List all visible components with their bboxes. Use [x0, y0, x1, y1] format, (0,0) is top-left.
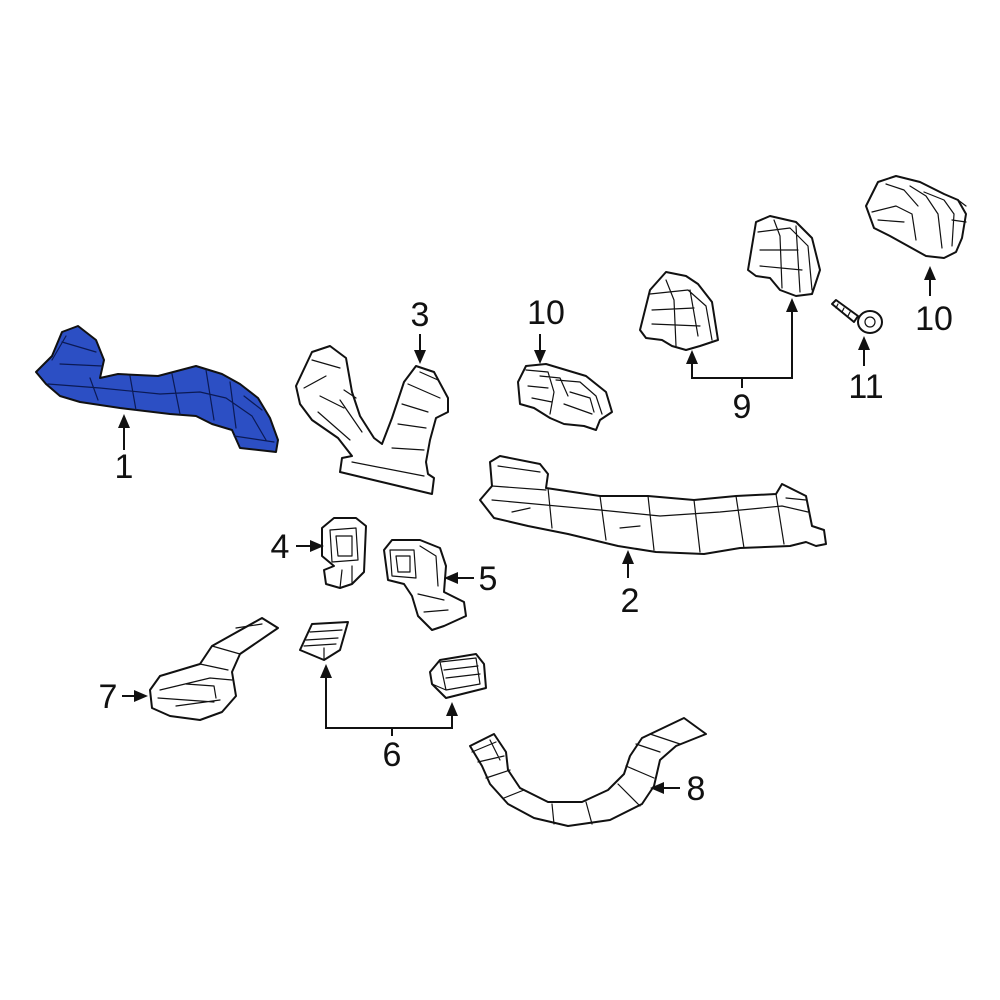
part-6-vent-right[interactable] [429, 653, 487, 699]
callout-2[interactable]: 2 [621, 582, 640, 620]
callout-7[interactable]: 7 [99, 678, 118, 716]
arrow-2 [622, 550, 634, 564]
part-9-grille-right[interactable] [747, 215, 821, 297]
callout-labels: 1 2 3 4 5 6 7 8 9 10 10 11 [99, 294, 953, 808]
part-9-grille-left[interactable] [639, 271, 719, 351]
callout-3[interactable]: 3 [411, 296, 430, 334]
callout-4[interactable]: 4 [271, 528, 290, 566]
part-11-screw[interactable] [831, 299, 883, 334]
callout-10-right[interactable]: 10 [915, 300, 953, 338]
part-3-duct[interactable] [295, 345, 449, 495]
part-10-outlet-right[interactable] [865, 175, 967, 259]
arrow-4 [310, 540, 324, 552]
arrow-6a [320, 664, 332, 678]
callout-1[interactable]: 1 [115, 448, 134, 486]
arrow-8 [650, 782, 664, 794]
arrow-11 [858, 336, 870, 350]
arrow-1 [118, 414, 130, 428]
callout-6[interactable]: 6 [383, 736, 402, 774]
callout-9[interactable]: 9 [733, 388, 752, 426]
leader-lines [118, 266, 936, 794]
arrow-6b [446, 702, 458, 716]
callout-8[interactable]: 8 [687, 770, 706, 808]
arrow-5 [444, 572, 458, 584]
part-8-duct[interactable] [469, 717, 707, 827]
part-7-duct[interactable] [149, 617, 279, 721]
callout-11[interactable]: 11 [848, 368, 883, 406]
part-1-duct[interactable] [35, 325, 279, 453]
part-2-duct[interactable] [479, 455, 827, 555]
part-5-duct[interactable] [383, 539, 467, 631]
arrow-3 [414, 350, 426, 364]
part-6-vent-left[interactable] [299, 621, 349, 661]
callout-5[interactable]: 5 [479, 560, 498, 598]
arrow-10a [534, 350, 546, 364]
arrow-9b [786, 298, 798, 312]
arrow-10b [924, 266, 936, 280]
arrow-9a [686, 350, 698, 364]
callout-10-left[interactable]: 10 [527, 294, 565, 332]
part-4-duct[interactable] [321, 517, 367, 589]
part-10-outlet-left[interactable] [517, 363, 613, 431]
arrow-7 [134, 690, 148, 702]
